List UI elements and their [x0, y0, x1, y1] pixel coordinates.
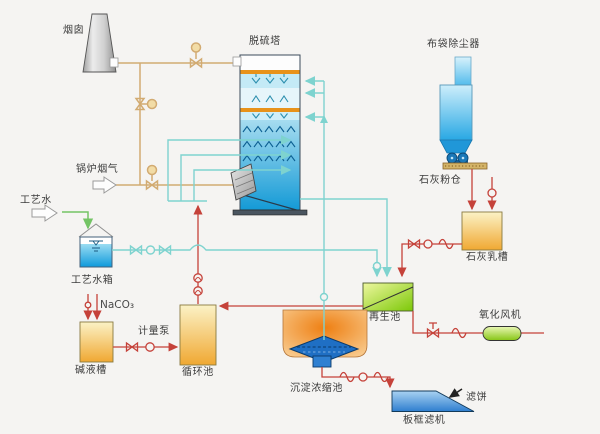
silo-cone [439, 139, 473, 154]
flex-joint-icon [438, 238, 454, 250]
collector-inlet-duct [454, 56, 472, 86]
sedimentation-thickener-shape [282, 309, 368, 368]
label-filter-cake: 滤饼 [466, 392, 488, 403]
label-process-water: 工艺水 [20, 195, 52, 206]
label-sedimentation-thickener: 沉淀浓缩池 [290, 383, 343, 394]
spray-nozzles-upper [251, 74, 289, 119]
silo-platform [442, 162, 488, 170]
label-regeneration-pool: 再生池 [369, 312, 401, 323]
water-valve-icon-2 [145, 245, 156, 255]
process-water-arrow-icon [31, 204, 58, 222]
label-bag-dust-collector: 布袋除尘器 [427, 39, 480, 50]
pipe-process-water-inlet [62, 211, 94, 230]
tower-tray-lower [240, 108, 300, 112]
label-process-water-tank: 工艺水箱 [71, 275, 114, 286]
metering-pump-icon [145, 342, 155, 352]
regeneration-pool-shape [362, 282, 414, 312]
tower-outlet-stub [232, 56, 242, 67]
desulfurization-tower-shape [230, 54, 308, 216]
plate-frame-filter-shape [391, 390, 475, 412]
lime-feeder-icon [487, 188, 497, 198]
flue-gas-pipes [116, 42, 240, 191]
label-lime-milk-tank: 石灰乳槽 [466, 252, 509, 263]
up-flow-arrow-icon [320, 115, 328, 123]
underflow-pump-icon [358, 372, 368, 382]
tower-tray-upper [240, 70, 300, 74]
chimney-duct-stub [109, 57, 119, 68]
label-alkali-tank: 碱液槽 [75, 365, 107, 376]
label-lime-powder-silo: 石灰粉仓 [419, 175, 462, 186]
thickener-outlet [312, 355, 332, 368]
circulation-pump-icon-1 [193, 273, 203, 283]
label-circulation-pool: 循环池 [182, 367, 214, 378]
packing-glyphs [242, 125, 296, 162]
pipe-process-water-distribution [112, 244, 382, 278]
label-oxidation-fan: 氧化风机 [479, 310, 522, 321]
lime-milk-tank-shape [461, 211, 503, 251]
bypass-valve-icon [134, 97, 146, 111]
label-chimney: 烟囱 [63, 25, 85, 36]
circulation-pool-shape [179, 304, 217, 366]
oxidation-fan-shape [482, 326, 522, 341]
pipe-lime-milk [397, 243, 462, 278]
pipe-spray-feed-2 [180, 150, 292, 201]
label-metering-pump: 计量泵 [138, 326, 170, 337]
process-water-tank-shape [78, 223, 114, 268]
teal-pipes [112, 76, 392, 340]
label-desulfurization-tower: 脱硫塔 [249, 36, 281, 47]
chimney-shape [82, 13, 119, 73]
filter-cake-arrow-icon [448, 388, 463, 398]
pipe-underflow [321, 367, 395, 389]
water-valve-icon-3 [158, 244, 172, 256]
boiler-flue-gas-arrow-icon [92, 176, 117, 194]
label-naco3: NaCO₃ [100, 299, 135, 311]
rotary-valve-base [448, 160, 468, 164]
label-plate-frame-filter: 板框滤机 [403, 415, 446, 426]
tower-base [232, 209, 308, 216]
alkali-tank-shape [79, 321, 114, 363]
circulation-pump-icon-2 [193, 286, 203, 296]
tower-cone-line [239, 193, 301, 212]
bag-dust-collector-shape [439, 56, 488, 170]
pipe-spray-feed-3 [193, 165, 292, 201]
water-feed-pump-icon [372, 261, 382, 271]
pipe-spray-feed-1 [167, 135, 292, 201]
thickener-feed-pump-icon [319, 292, 329, 302]
tank-roof-line [78, 223, 114, 238]
damper-valve-icon [189, 57, 203, 69]
inlet-valve-icon [145, 179, 159, 191]
water-valve-icon-1 [129, 244, 143, 256]
pipe-tower-drain [300, 198, 392, 278]
inlet-damper [230, 163, 257, 201]
label-boiler-flue-gas: 锅炉烟气 [76, 164, 119, 175]
water-level-icon [89, 240, 103, 252]
